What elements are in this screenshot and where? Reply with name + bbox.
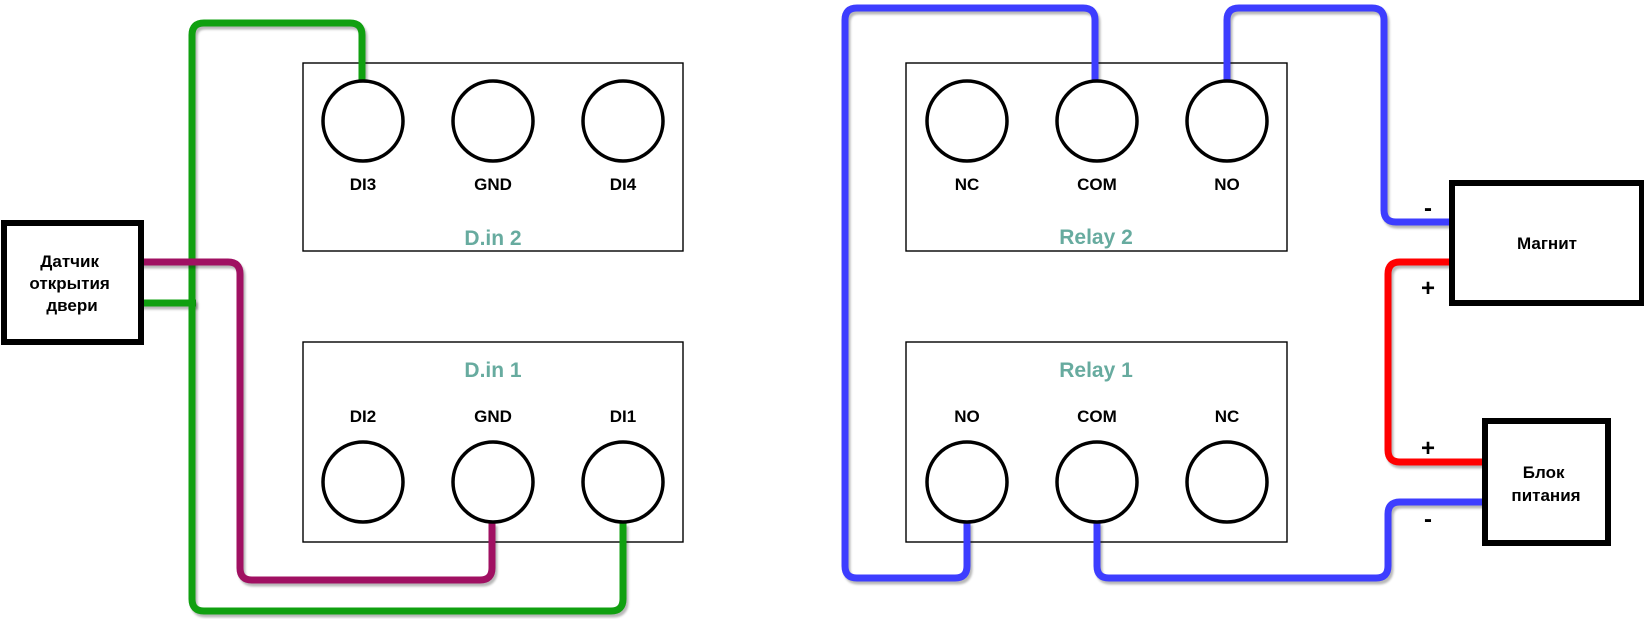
door-sensor-label: Датчик открытия двери: [29, 252, 114, 315]
label-relay1-com: COM: [1077, 407, 1117, 426]
magnet-label: Магнит: [1517, 234, 1577, 253]
terminal-relay1-no: [925, 440, 1009, 524]
label-din1-gnd: GND: [474, 407, 512, 426]
psu-box: [1482, 418, 1611, 546]
label-relay2-nc: NC: [955, 175, 980, 194]
magenta-wire-sensor-gnd: [140, 258, 496, 584]
psu-plus-sign: +: [1421, 435, 1435, 462]
terminal-relay2-nc: [925, 79, 1009, 163]
terminal-di1: [581, 440, 665, 524]
label-relay2-no: NO: [1214, 175, 1240, 194]
din1-title: D.in 1: [464, 359, 521, 382]
magnet-box: [1449, 180, 1644, 306]
label-relay1-nc: NC: [1215, 407, 1240, 426]
terminal-relay2-com: [1055, 79, 1139, 163]
label-di4: DI4: [610, 175, 637, 194]
label-di3: DI3: [350, 175, 376, 194]
blue-wire-relay1com-psu-minus: [1093, 498, 1488, 582]
din2-title: D.in 2: [464, 227, 521, 250]
green-wire-di3-di1-loop: [188, 19, 627, 615]
label-di2: DI2: [350, 407, 376, 426]
label-relay1-no: NO: [954, 407, 980, 426]
terminal-din1-gnd: [451, 440, 535, 524]
label-din2-gnd: GND: [474, 175, 512, 194]
label-di1: DI1: [610, 407, 636, 426]
terminal-relay2-no: [1185, 79, 1269, 163]
magnet-minus-sign: -: [1424, 195, 1432, 222]
relay2-title: Relay 2: [1059, 226, 1133, 249]
door-sensor-box: [1, 220, 144, 345]
terminal-di2: [321, 440, 405, 524]
relay1-title: Relay 1: [1059, 359, 1133, 382]
red-wire-magnet-plus-psu-plus: [1384, 258, 1488, 466]
label-relay2-com: COM: [1077, 175, 1117, 194]
blue-wire-relay2com-relay1no: [841, 4, 1099, 582]
terminal-relay1-com: [1055, 440, 1139, 524]
terminal-relay1-nc: [1185, 440, 1269, 524]
terminal-di3: [321, 79, 405, 163]
blue-wire-relay2no-magnet-minus: [1223, 4, 1455, 226]
psu-label: Блок питания: [1511, 463, 1580, 505]
magnet-plus-sign: +: [1421, 275, 1435, 302]
psu-minus-sign: -: [1424, 506, 1432, 533]
terminal-di4: [581, 79, 665, 163]
terminal-din2-gnd: [451, 79, 535, 163]
